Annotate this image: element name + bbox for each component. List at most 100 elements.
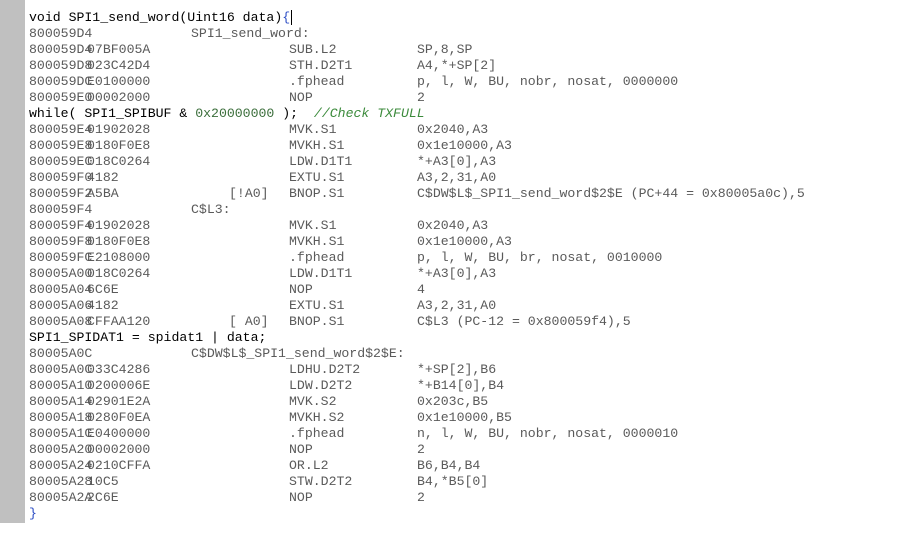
instruction-address: 80005A08 (29, 314, 93, 329)
code-label: SPI1_send_word: (191, 26, 310, 41)
opcode: E2108000 (87, 250, 151, 265)
predicate: [ A0] (229, 314, 269, 329)
mnemonic: LDW.D1T1 (289, 154, 353, 169)
instruction-address: 800059F4 (29, 202, 93, 217)
hex-literal: 0x20000000 (195, 106, 275, 121)
source-line-while[interactable]: while( SPI1_SPIBUF & 0x20000000 ); //Che… (29, 106, 903, 122)
opcode: 4182 (87, 298, 119, 313)
mnemonic: SUB.L2 (289, 42, 337, 57)
instruction-address: 80005A24 (29, 458, 93, 473)
mnemonic: NOP (289, 442, 313, 457)
mnemonic: LDHU.D2T2 (289, 362, 361, 377)
source-line-close-brace[interactable]: } (29, 506, 903, 522)
text-caret (291, 10, 293, 25)
operands: A3,2,31,A0 (417, 170, 497, 185)
open-brace: { (282, 10, 291, 25)
instruction-address: 80005A14 (29, 394, 93, 409)
mnemonic: MVK.S2 (289, 394, 337, 409)
operands: A3,2,31,A0 (417, 298, 497, 313)
operands: *+SP[2],B6 (417, 362, 497, 377)
instruction-address: 80005A10 (29, 378, 93, 393)
operands: 0x2040,A3 (417, 122, 489, 137)
mnemonic: LDW.D2T2 (289, 378, 353, 393)
opcode: 023C42D4 (87, 58, 151, 73)
opcode: 6C6E (87, 282, 119, 297)
instruction-address: 800059E4 (29, 122, 93, 137)
instruction-address: 800059D4 (29, 26, 93, 41)
close-brace: } (29, 506, 37, 521)
source-line-function-signature[interactable]: void SPI1_send_word(Uint16 data){ (29, 10, 903, 26)
opcode: 0180F0E8 (87, 234, 151, 249)
mnemonic: .fphead (289, 250, 345, 265)
operands: C$DW$L$_SPI1_send_word$2$E (PC+44 = 0x80… (417, 186, 805, 201)
opcode: 0200006E (87, 378, 151, 393)
opcode: 01902028 (87, 122, 151, 137)
instruction-address: 800059D4 (29, 42, 93, 57)
operands: 0x203c,B5 (417, 394, 489, 409)
mnemonic: MVKH.S1 (289, 138, 345, 153)
opcode: 10C5 (87, 474, 119, 489)
opcode: 018C0264 (87, 266, 151, 281)
operands: 0x2040,A3 (417, 218, 489, 233)
instruction-address: 800059FC (29, 250, 93, 265)
operands: p, l, W, BU, br, nosat, 0010000 (417, 250, 663, 265)
operands: 2 (417, 442, 425, 457)
opcode: CFFAA120 (87, 314, 151, 329)
instruction-address: 800059E8 (29, 138, 93, 153)
mnemonic: EXTU.S1 (289, 298, 345, 313)
mnemonic: OR.L2 (289, 458, 329, 473)
instruction-address: 80005A0C (29, 346, 93, 361)
disassembly-view[interactable]: void SPI1_send_word(Uint16 data){ 800059… (29, 10, 903, 522)
opcode: 07BF005A (87, 42, 151, 57)
instruction-address: 800059F4 (29, 218, 93, 233)
instruction-address: 80005A28 (29, 474, 93, 489)
opcode: 0180F0E8 (87, 138, 151, 153)
operands: 0x1e10000,B5 (417, 410, 512, 425)
source-text: void SPI1_send_word(Uint16 data) (29, 10, 283, 25)
instruction-address: 800059DC (29, 74, 93, 89)
source-text: SPI1_SPIDAT1 = spidat1 | data; (29, 330, 267, 345)
instruction-address: 800059F2 (29, 186, 93, 201)
instruction-address: 80005A2A (29, 490, 93, 505)
code-comment: //Check TXFULL (313, 106, 425, 121)
source-line-assign[interactable]: SPI1_SPIDAT1 = spidat1 | data; (29, 330, 903, 346)
instruction-address: 800059F0 (29, 170, 93, 185)
disassembly-label-row[interactable]: 800059D4 SPI1_send_word: (29, 26, 903, 42)
opcode: E0100000 (87, 74, 151, 89)
operands: SP,8,SP (417, 42, 473, 57)
mnemonic: STH.D2T1 (289, 58, 353, 73)
opcode: 02901E2A (87, 394, 151, 409)
mnemonic: BNOP.S1 (289, 186, 345, 201)
opcode: 0280F0EA (87, 410, 151, 425)
opcode: A5BA (87, 186, 119, 201)
operands: C$L3 (PC-12 = 0x800059f4),5 (417, 314, 631, 329)
operands: p, l, W, BU, nobr, nosat, 0000000 (417, 74, 679, 89)
